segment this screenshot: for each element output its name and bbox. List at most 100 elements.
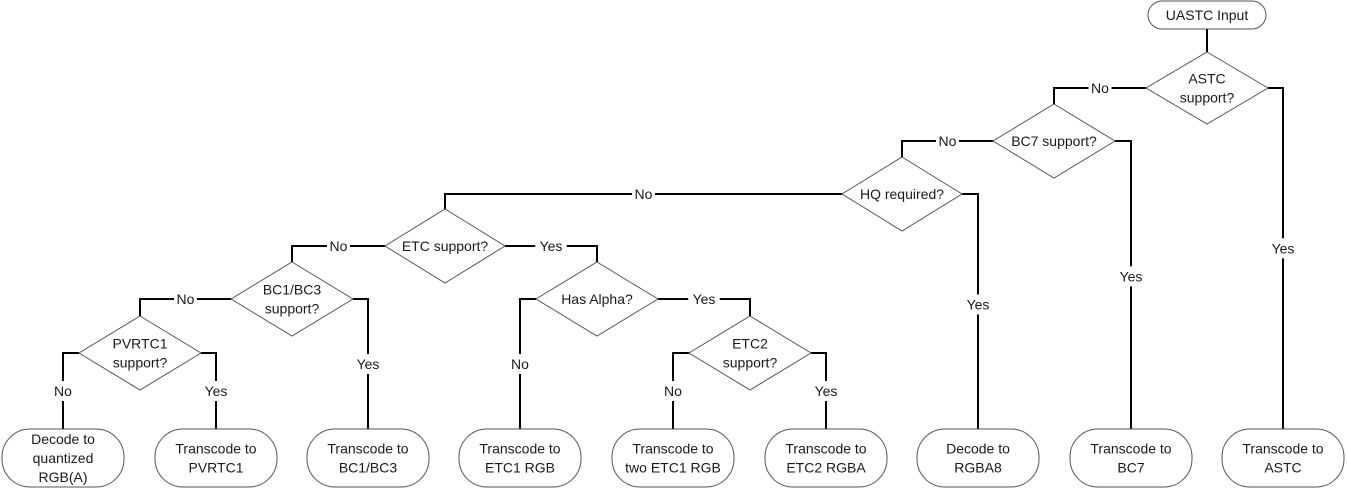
connector-hq_required-to-etc_support — [444, 193, 842, 209]
terminal-transcode-etc2: Transcode to ETC2 RGBA — [764, 428, 888, 488]
edge-label-no: No — [635, 186, 653, 202]
decision-diamond — [78, 315, 202, 391]
edge-label-no: No — [54, 383, 72, 399]
decision-diamond — [841, 156, 963, 232]
node-label-line: ETC2 — [732, 336, 768, 352]
node-label-line: support? — [723, 355, 778, 371]
edge-label-background — [327, 236, 350, 256]
node-label-line: two ETC1 RGB — [625, 460, 721, 476]
terminal-capsule — [916, 428, 1040, 488]
terminal-capsule — [1069, 428, 1193, 488]
decision-etc2-support: ETC2 support? — [688, 315, 812, 391]
node-label-line: RGB(A) — [39, 469, 88, 485]
edge-label-background — [1267, 238, 1299, 259]
node-label-line: RGBA8 — [954, 460, 1002, 476]
edge-label-yes: Yes — [1272, 240, 1295, 256]
decision-etc-support: ETC support? — [384, 208, 506, 284]
node-label-line: BC1/BC3 — [263, 282, 322, 298]
connector-pvrtc1_support-to-decode_quantized — [62, 352, 79, 429]
edge-label-no: No — [939, 133, 957, 149]
node-label-line: ETC support? — [402, 238, 489, 254]
node-label-line: Decode to — [31, 431, 95, 447]
node-label-line: BC1/BC3 — [339, 460, 398, 476]
node-label-line: UASTC Input — [1166, 7, 1249, 23]
edge-label-yes: Yes — [357, 356, 380, 372]
edge-label-yes: Yes — [815, 383, 838, 399]
edge-label-background — [352, 354, 384, 374]
edge-label-background — [688, 289, 720, 309]
connector-etc_support-to-bc1bc3_support — [291, 245, 385, 262]
connector-etc2_support-to-transcode_etc2 — [811, 352, 827, 429]
node-label-line: quantized — [33, 450, 94, 466]
edge-label-background — [1115, 266, 1147, 287]
terminal-capsule — [764, 428, 888, 488]
node-label-line: HQ required? — [860, 186, 944, 202]
decision-diamond — [535, 261, 659, 337]
terminal-capsule — [1147, 0, 1267, 30]
node-label-line: ETC2 RGBA — [786, 460, 866, 476]
edge-label-yes: Yes — [1120, 268, 1143, 284]
edge-label-background — [661, 381, 685, 401]
node-label-line: ETC1 RGB — [485, 460, 555, 476]
node-label-line: BC7 support? — [1011, 133, 1097, 149]
connector-hq_required-to-decode_rgba8 — [962, 193, 979, 429]
connector-bc7_support-to-transcode_bc7 — [1115, 140, 1132, 429]
terminal-capsule — [1221, 428, 1345, 488]
node-label-line: ASTC — [1264, 460, 1301, 476]
terminal-transcode-etc1: Transcode to ETC1 RGB — [458, 428, 582, 488]
edge-label-background — [535, 236, 567, 256]
node-label-line: Transcode to — [1242, 441, 1323, 457]
terminal-transcode-astc: Transcode to ASTC — [1221, 428, 1345, 488]
terminal-capsule — [154, 428, 278, 488]
edge-label-no: No — [511, 356, 529, 372]
edge-label-yes: Yes — [540, 238, 563, 254]
edge-label-no: No — [330, 238, 348, 254]
edge-label-yes: Yes — [205, 383, 228, 399]
node-label-line: BC7 — [1117, 460, 1144, 476]
decision-bc1bc3-support: BC1/BC3 support? — [230, 261, 354, 337]
edge-label-background — [508, 354, 532, 374]
node-label-line: ASTC — [1188, 71, 1225, 87]
node-label-line: Decode to — [946, 441, 1010, 457]
decision-bc7-support: BC7 support? — [992, 103, 1116, 179]
node-label-line: Transcode to — [632, 441, 713, 457]
edge-label-background — [51, 381, 75, 401]
connector-pvrtc1_support-to-transcode_pvrtc1 — [201, 352, 217, 429]
decision-has-alpha: Has Alpha? — [535, 261, 659, 337]
decision-diamond — [992, 103, 1116, 179]
node-label-line: support? — [113, 355, 168, 371]
decision-diamond — [688, 315, 812, 391]
node-label-line: Transcode to — [785, 441, 866, 457]
edge-label-background — [200, 381, 232, 401]
decision-diamond — [384, 208, 506, 284]
edge-label-background — [632, 184, 655, 204]
connector-bc1bc3_support-to-transcode_bc1bc3 — [353, 298, 369, 429]
terminal-capsule — [458, 428, 582, 488]
edge-label-background — [1088, 78, 1112, 98]
edge-label-yes: Yes — [693, 291, 716, 307]
edge-label-no: No — [177, 291, 195, 307]
node-label-line: Has Alpha? — [561, 291, 633, 307]
terminal-capsule — [1, 428, 125, 488]
node-label-line: PVRTC1 — [189, 460, 244, 476]
edge-label-background — [810, 381, 842, 401]
node-label-line: Transcode to — [175, 441, 256, 457]
edge-label-yes: Yes — [967, 296, 990, 312]
decision-diamond — [230, 261, 354, 337]
connector-astc_support-to-transcode_astc — [1268, 87, 1284, 429]
node-label-line: support? — [265, 301, 320, 317]
node-label-line: Transcode to — [479, 441, 560, 457]
connector-etc2_support-to-transcode_two_etc1 — [672, 352, 689, 429]
terminal-decode-rgba8: Decode to RGBA8 — [916, 428, 1040, 488]
terminal-transcode-pvrtc1: Transcode to PVRTC1 — [154, 428, 278, 488]
edge-label-no: No — [664, 383, 682, 399]
connector-bc1bc3_support-to-pvrtc1_support — [139, 298, 231, 316]
terminal-uastc-input: UASTC Input — [1147, 0, 1267, 30]
node-label-line: PVRTC1 — [113, 336, 168, 352]
